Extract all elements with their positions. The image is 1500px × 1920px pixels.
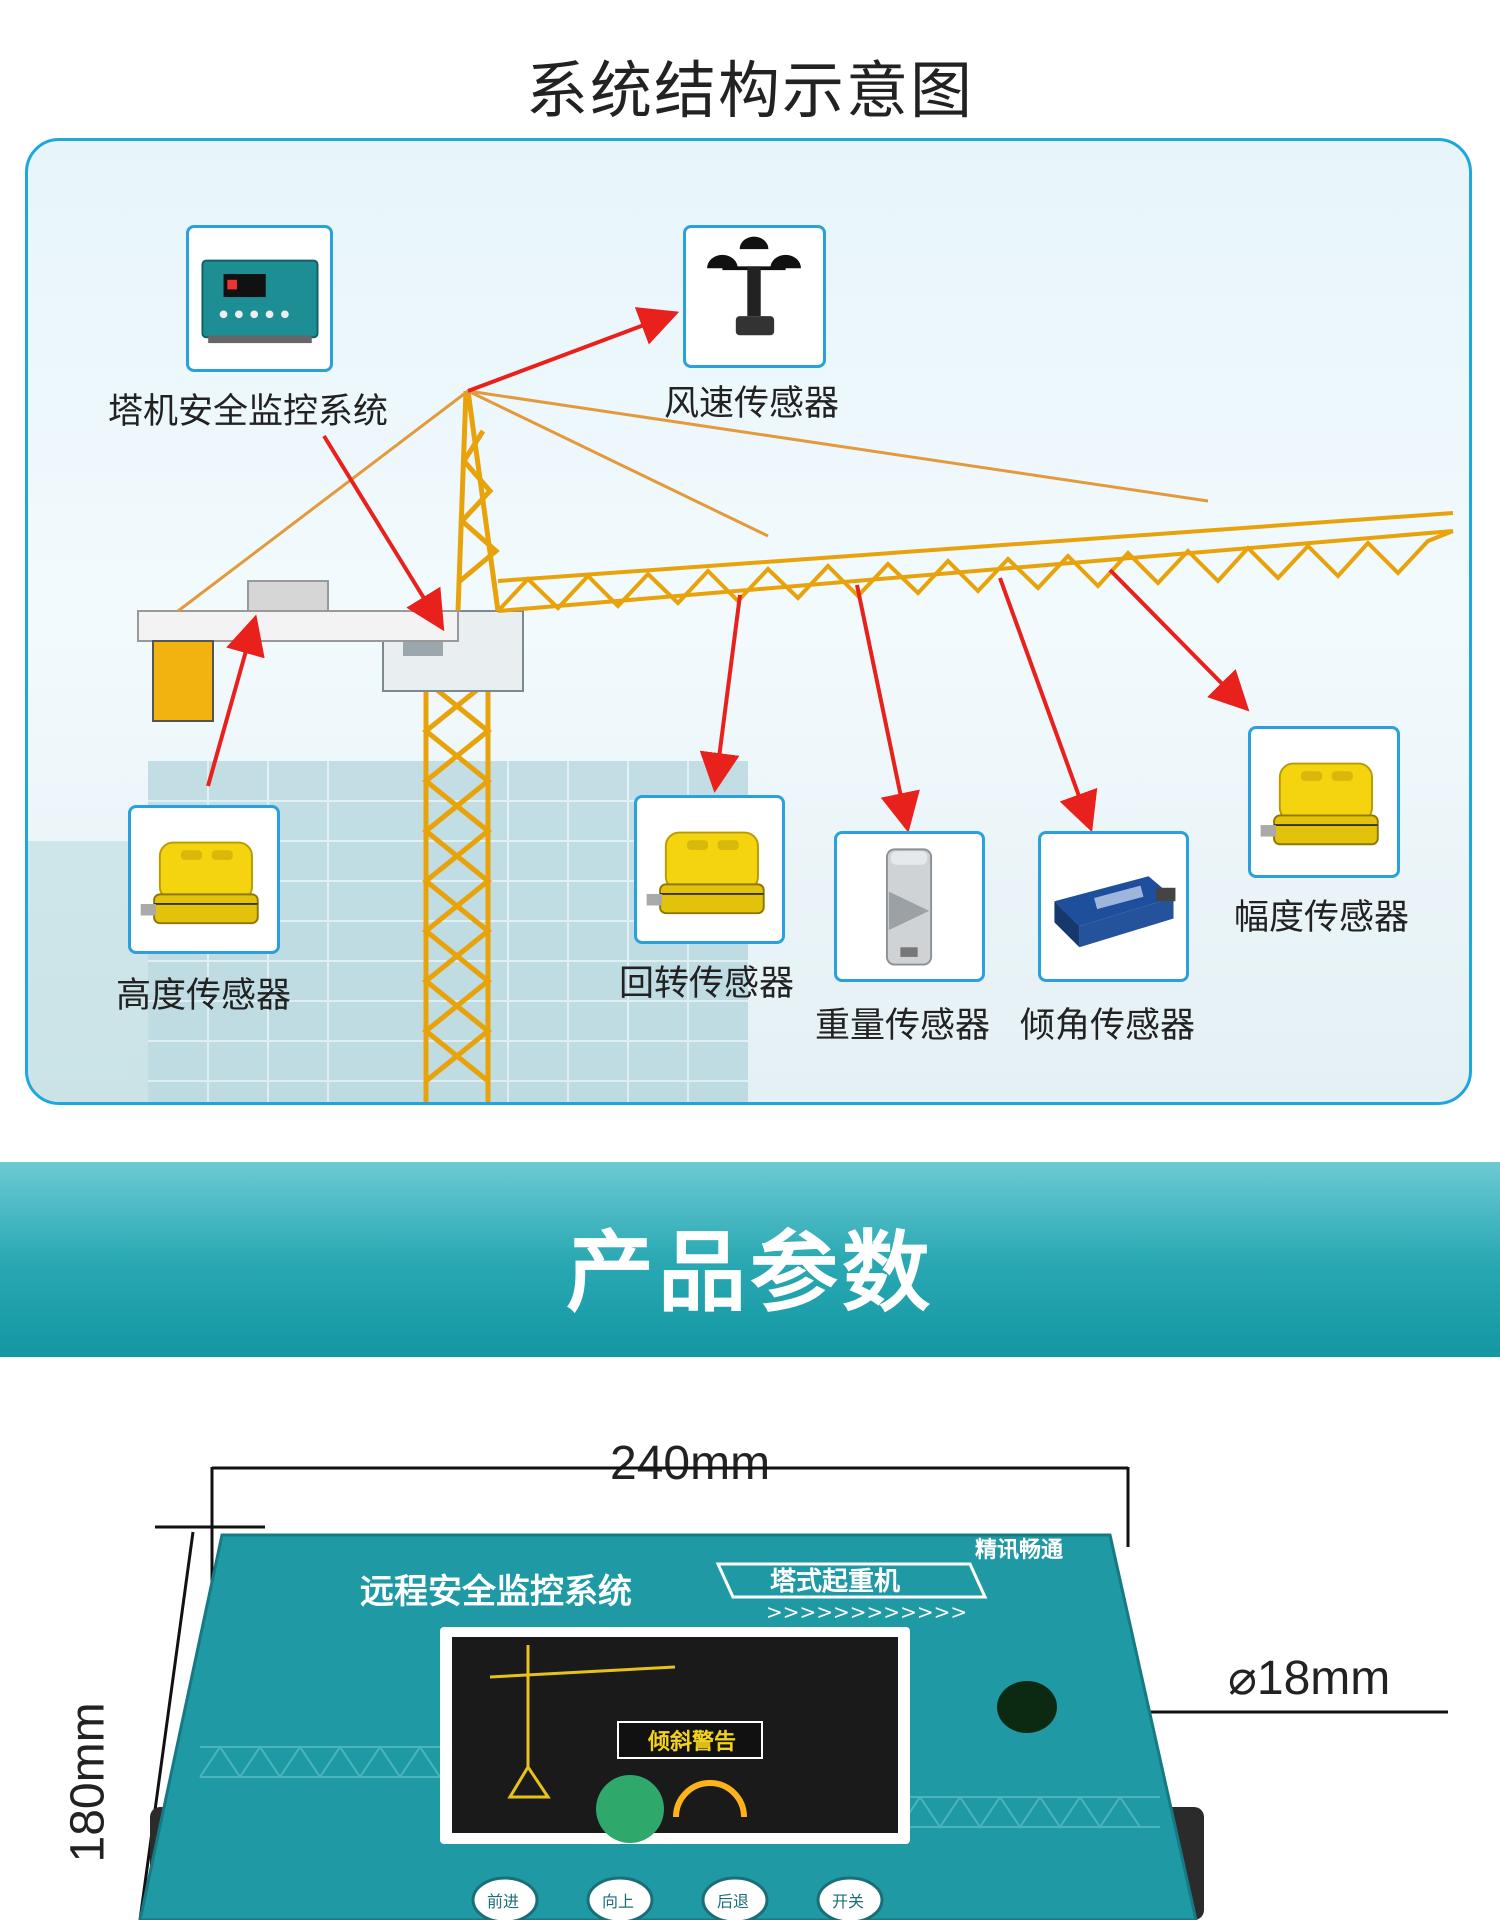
system-diagram-panel: 塔机安全监控系统 风速传感器 高度传感器: [25, 138, 1472, 1105]
screen-warning: 倾斜警告: [647, 1729, 736, 1755]
button-power: 开关: [832, 1892, 864, 1911]
page-title: 系统结构示意图: [525, 54, 974, 127]
screen-warning-box: [617, 1721, 763, 1759]
anemometer-icon: [707, 236, 801, 336]
button-back: 后退: [717, 1892, 749, 1911]
brand-logo: 精讯畅通: [975, 1537, 1063, 1563]
diameter-icon: ⌀: [1228, 1652, 1257, 1705]
weight-sensor-label: 重量传感器: [815, 1006, 991, 1046]
yellow-limiter-icon: [646, 831, 765, 915]
hole-dimension-value: 18mm: [1256, 1652, 1391, 1705]
hole-dimension: ⌀18mm: [1228, 1650, 1390, 1706]
rotation-sensor-label: 回转传感器: [619, 964, 795, 1004]
device-illustration: 远程安全监控系统 塔式起重机 >>>>>>>>>>>> 精讯畅通 倾斜警告 前进…: [138, 1466, 1448, 1920]
banner-title: 产品参数: [565, 1221, 934, 1324]
device-buttons: 前进 向上 后退 开关: [471, 1876, 884, 1920]
product-params-banner: 产品参数: [0, 1162, 1500, 1357]
screen-dial-green: [596, 1775, 664, 1843]
cable-hole: [997, 1681, 1057, 1733]
width-dimension: 240mm: [610, 1437, 771, 1490]
tilt-sensor-box: [1038, 831, 1189, 982]
controller-box: [186, 225, 333, 372]
crane-jib: [496, 511, 1454, 613]
wind-sensor-box: [683, 225, 826, 368]
tilt-module-icon: [1054, 876, 1176, 948]
device-title: 远程安全监控系统: [360, 1572, 632, 1612]
device-chevrons: >>>>>>>>>>>>: [766, 1600, 967, 1624]
device-subtitle-frame: [715, 1562, 988, 1599]
crane-tower-head: [455, 390, 501, 612]
screen-gauge: [673, 1780, 747, 1818]
amplitude-sensor-label: 幅度传感器: [1234, 898, 1410, 938]
crane-counter-jib: [137, 580, 459, 722]
device-subtitle: 塔式起重机: [770, 1567, 900, 1597]
yellow-limiter-icon: [140, 841, 259, 925]
load-pin-icon: [885, 848, 933, 966]
control-box-icon: [201, 259, 319, 344]
crane-mast: [422, 679, 492, 1102]
yellow-limiter-icon: [1260, 762, 1379, 846]
sensor-arrows: [206, 307, 1250, 833]
weight-sensor-box: [834, 831, 985, 982]
height-sensor-label: 高度传感器: [116, 976, 292, 1016]
rotation-sensor-box: [634, 795, 785, 944]
screen-crane-icon: [489, 1645, 676, 1799]
button-forward: 前进: [487, 1892, 519, 1911]
wind-sensor-label: 风速传感器: [664, 384, 840, 424]
height-sensor-box: [128, 805, 280, 954]
tilt-sensor-label: 倾角传感器: [1020, 1006, 1196, 1046]
crane-tie-bars: [177, 389, 1209, 613]
controller-label: 塔机安全监控系统: [108, 392, 389, 432]
dimension-lines: [138, 1466, 1448, 1920]
button-up: 向上: [602, 1892, 634, 1911]
amplitude-sensor-box: [1248, 726, 1400, 878]
